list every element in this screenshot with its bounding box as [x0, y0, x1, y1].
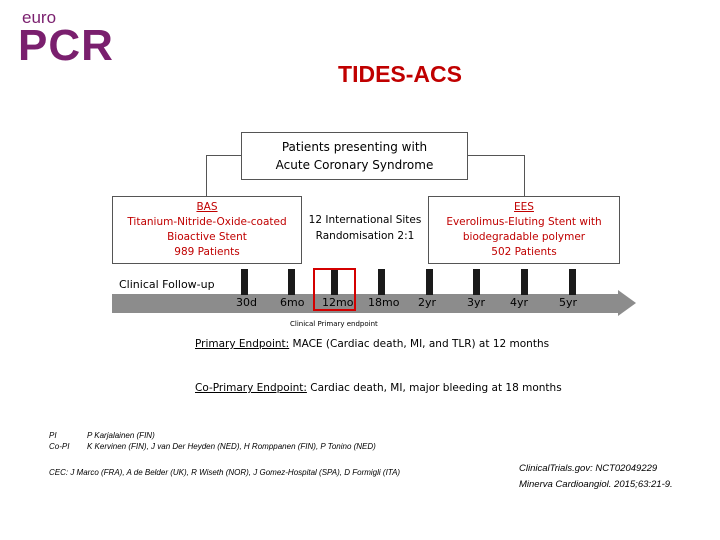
ees-arm-box: EES Everolimus-Eluting Stent with biodeg…	[428, 196, 620, 264]
connector-left-vertical	[206, 155, 207, 197]
connector-right-vertical	[524, 155, 525, 197]
bas-arm-description: Titanium-Nitride-Oxide-coated	[127, 216, 287, 228]
bas-arm-patients: 989 Patients	[174, 246, 240, 258]
pi-role: PI	[49, 431, 57, 440]
clinicaltrials-reference: ClinicalTrials.gov: NCT02049229	[519, 463, 658, 474]
timepoint-label: 2yr	[418, 296, 437, 309]
tick-5yr	[569, 269, 576, 295]
sites-text: 12 International Sites	[308, 214, 422, 226]
randomisation-text: Randomisation 2:1	[315, 230, 415, 242]
timepoint-label: 30d	[236, 296, 257, 309]
patients-box: Patients presenting with Acute Coronary …	[241, 132, 468, 180]
ees-arm-description-2: biodegradable polymer	[462, 231, 586, 243]
primary-endpoint-text: MACE (Cardiac death, MI, and TLR) at 12 …	[292, 338, 550, 350]
journal-reference: Minerva Cardioangiol. 2015;63:21-9.	[519, 479, 673, 490]
copi-role: Co-PI	[49, 442, 70, 451]
randomisation-info: 12 International Sites Randomisation 2:1	[302, 212, 428, 244]
patients-box-line2: Acute Coronary Syndrome	[275, 158, 434, 172]
europcr-logo: PCR	[18, 21, 114, 70]
tick-4yr	[521, 269, 528, 295]
ees-arm-patients: 502 Patients	[491, 246, 557, 258]
bas-arm-description-2: Bioactive Stent	[167, 231, 247, 243]
bas-arm-box: BAS Titanium-Nitride-Oxide-coated Bioact…	[112, 196, 302, 264]
patients-box-line1: Patients presenting with	[281, 140, 428, 154]
primary-endpoint-note: Clinical Primary endpoint	[290, 320, 378, 328]
clinical-followup-label: Clinical Follow-up	[119, 278, 215, 291]
tick-18mo	[378, 269, 385, 295]
coprimary-endpoint-text: Cardiac death, MI, major bleeding at 18 …	[310, 382, 562, 394]
europcr-logo-prefix: euro	[22, 8, 57, 27]
primary-endpoint: Primary Endpoint: MACE (Cardiac death, M…	[195, 338, 549, 350]
timepoint-label: 3yr	[467, 296, 486, 309]
copi-names: K Kervinen (FIN), J van Der Heyden (NED)…	[87, 442, 376, 451]
bas-arm-name: BAS	[196, 201, 218, 213]
slide-title: TIDES-ACS	[338, 61, 462, 87]
primary-endpoint-highlight	[313, 268, 356, 311]
ees-arm-description: Everolimus-Eluting Stent with	[446, 216, 602, 228]
cec-committee: CEC: J Marco (FRA), A de Belder (UK), R …	[49, 468, 401, 477]
tick-2yr	[426, 269, 433, 295]
timepoint-label: 12mo	[322, 296, 354, 309]
timepoint-label: 18mo	[368, 296, 400, 309]
coprimary-endpoint-label: Co-Primary Endpoint:	[195, 382, 307, 394]
tick-6mo	[288, 269, 295, 295]
timeline-arrow-head-icon	[618, 290, 636, 316]
coprimary-endpoint: Co-Primary Endpoint: Cardiac death, MI, …	[195, 382, 562, 394]
timepoint-label: 6mo	[280, 296, 305, 309]
tick-12mo	[331, 269, 338, 295]
pi-names: P Karjalainen (FIN)	[87, 431, 155, 440]
timeline-arrow-bar	[112, 294, 620, 313]
timepoint-label: 5yr	[559, 296, 578, 309]
references: ClinicalTrials.gov: NCT02049229 Minerva …	[519, 461, 673, 493]
primary-endpoint-label: Primary Endpoint:	[195, 338, 290, 350]
timepoint-label: 4yr	[510, 296, 529, 309]
tick-30d	[241, 269, 248, 295]
tick-3yr	[473, 269, 480, 295]
ees-arm-name: EES	[514, 201, 534, 213]
